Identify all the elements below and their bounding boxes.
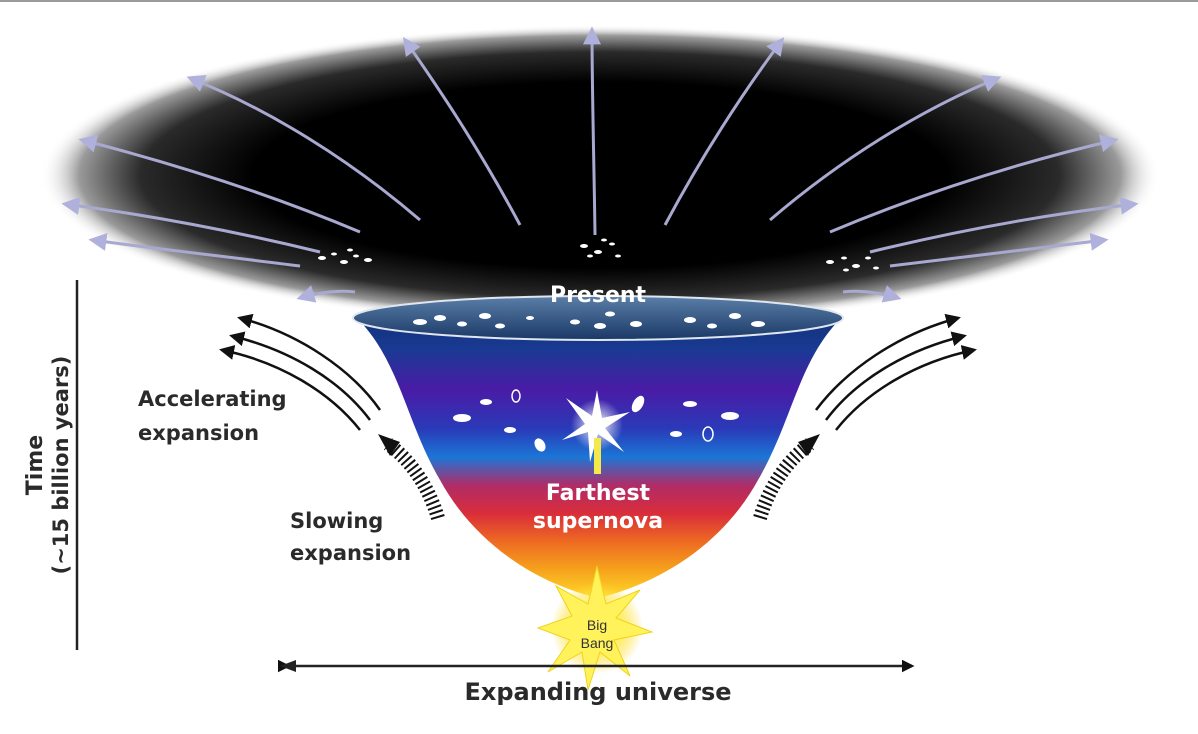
black-arrow: [229, 331, 371, 421]
black-arrow: [219, 345, 361, 431]
lavender-arrow: [869, 196, 1139, 254]
accelerating-arrows-left: [219, 313, 382, 431]
lavender-arrow: [583, 26, 602, 236]
lavender-arrow: [61, 196, 321, 254]
slowing-arrow-left: [378, 434, 445, 521]
black-arrow: [835, 345, 977, 431]
present-galaxies: [413, 311, 765, 329]
expanding-axis-left-head: [280, 660, 296, 672]
black-arrow: [815, 313, 961, 411]
farthest-supernova-line2: supernova: [533, 509, 663, 534]
slowing-label-line2: expansion: [290, 541, 411, 565]
accelerating-label-line2: expansion: [138, 421, 259, 445]
time-label-line2: (~15 billion years): [49, 356, 73, 575]
present-disc: [352, 295, 844, 341]
farthest-supernova-line1: Farthest: [546, 481, 651, 506]
lavender-arrow: [88, 233, 301, 268]
black-arrow: [237, 313, 382, 411]
lavender-arrow: [829, 134, 1119, 234]
galaxy-cluster-center: [580, 238, 621, 258]
lavender-arrow: [78, 134, 361, 234]
top-border: [0, 0, 1198, 2]
big-bang-line2: Bang: [581, 635, 614, 651]
big-bang-line1: Big: [587, 617, 607, 633]
lavender-arrow: [186, 74, 421, 222]
lavender-arrow: [402, 37, 522, 226]
black-arrow: [825, 331, 967, 421]
lavender-arrow: [663, 37, 785, 226]
expanding-universe-label: Expanding universe: [464, 678, 731, 706]
lavender-arrow: [842, 285, 902, 303]
lavender-arrow: [769, 75, 1002, 222]
lavender-arrow: [889, 232, 1109, 268]
supernova-burst: [562, 390, 630, 474]
time-label-line1: Time: [23, 435, 48, 495]
expansion-arrows-lavender: [61, 26, 1139, 303]
slowing-label-line1: Slowing: [290, 509, 383, 533]
present-label: Present: [550, 283, 647, 308]
accelerating-label-line1: Accelerating: [138, 387, 287, 411]
accelerating-arrows-right: [815, 313, 977, 431]
galaxy-cluster-left: [318, 248, 372, 264]
lavender-arrow: [296, 285, 356, 303]
big-bang-burst: [536, 565, 654, 691]
slowing-arrow-right: [753, 434, 820, 521]
galaxy-cluster-right: [826, 256, 879, 272]
distant-galaxies: [453, 389, 739, 452]
